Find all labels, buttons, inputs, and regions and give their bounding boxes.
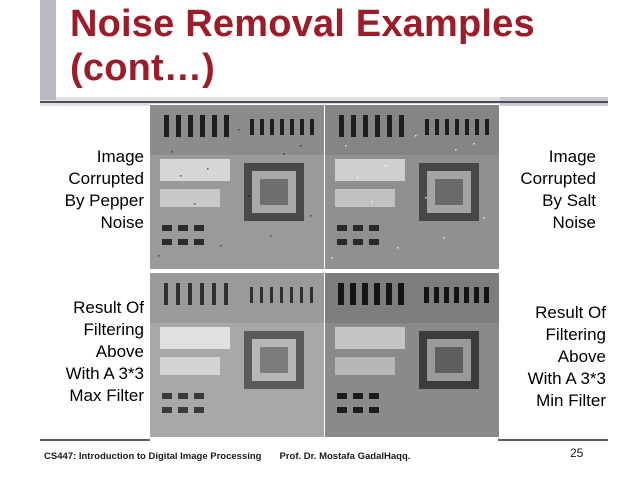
title-accent-bar	[40, 0, 56, 100]
min-filter-result-graphic	[325, 273, 499, 437]
label-line: With A 3*3	[527, 369, 606, 388]
slide-title-line-1: Noise Removal Examples	[70, 3, 535, 45]
label-min-filter-result: Result Of Filtering Above With A 3*3 Min…	[528, 302, 606, 412]
label-max-filter-result: Result Of Filtering Above With A 3*3 Max…	[66, 297, 144, 407]
footer-author: Prof. Dr. Mostafa GadalHaqq.	[279, 451, 411, 462]
label-line: Above	[557, 347, 606, 366]
label-line: Image	[96, 147, 144, 166]
label-line: Max Filter	[69, 386, 144, 405]
max-filter-result-graphic	[150, 273, 324, 437]
title-divider	[40, 101, 608, 103]
label-line: Result Of	[73, 298, 144, 317]
min-filter-result-image	[324, 272, 500, 438]
label-line: By Pepper	[64, 191, 144, 210]
label-line: Noise	[552, 213, 596, 232]
label-line: Image	[548, 147, 596, 166]
label-line: With A 3*3	[65, 364, 144, 383]
label-line: Corrupted	[68, 169, 144, 188]
label-salt-noise: Image Corrupted By Salt Noise	[520, 146, 596, 234]
footer-text: CS447: Introduction to Digital Image Pro…	[44, 451, 410, 462]
page-number: 25	[570, 446, 584, 460]
label-line: Result Of	[535, 303, 606, 322]
slide-title: Noise Removal Examples (cont…)	[70, 2, 535, 90]
salt-noise-image	[324, 104, 500, 270]
label-line: Filtering	[545, 325, 606, 344]
slide-title-line-2: (cont…)	[70, 47, 215, 89]
footer-divider-right	[498, 439, 608, 441]
max-filter-result-image	[149, 272, 325, 438]
salt-noise-image-graphic	[325, 105, 499, 269]
label-line: Above	[95, 342, 144, 361]
label-line: Min Filter	[536, 391, 606, 410]
pepper-noise-image-graphic	[150, 105, 324, 269]
label-pepper-noise: Image Corrupted By Pepper Noise	[65, 146, 144, 234]
label-line: Corrupted	[520, 169, 596, 188]
footer-course: CS447: Introduction to Digital Image Pro…	[44, 451, 262, 462]
footer-divider-left	[40, 439, 150, 441]
label-line: Filtering	[83, 320, 144, 339]
pepper-noise-image	[149, 104, 325, 270]
label-line: By Salt	[542, 191, 596, 210]
label-line: Noise	[100, 213, 144, 232]
